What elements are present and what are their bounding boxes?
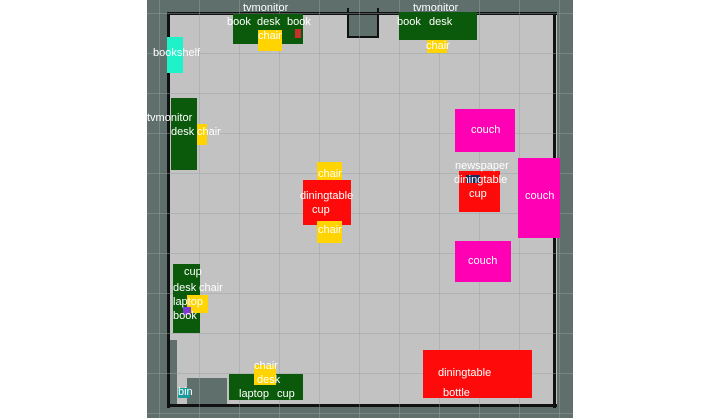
label-bookshelf: bookshelf	[153, 47, 201, 59]
label-bottle: bottle	[443, 387, 470, 399]
label-cup: cup	[312, 204, 330, 216]
desk-left	[171, 98, 197, 170]
label-diningtable: diningtable	[454, 174, 508, 186]
label-desk: desk	[257, 16, 281, 28]
chair-left	[197, 124, 207, 145]
diningtable-bottom-right	[423, 350, 532, 398]
book-top-left	[295, 29, 301, 38]
label-chair: chair	[318, 224, 342, 236]
label-book: book	[173, 310, 197, 322]
label-couch: couch	[525, 190, 555, 202]
couch-3	[455, 241, 511, 282]
label-couch: couch	[471, 124, 501, 136]
label-laptop: laptop	[173, 296, 203, 308]
label-book: book	[287, 16, 311, 28]
label-newspaper: newspaper	[455, 160, 509, 172]
label-couch: couch	[468, 255, 498, 267]
label-bin: bin	[178, 386, 193, 398]
newspaper	[466, 175, 480, 183]
diningtable-center	[303, 180, 351, 225]
label-desk: desk	[171, 126, 195, 138]
wall-bottom	[167, 404, 557, 407]
label-tvmonitor: tvmonitor	[413, 2, 459, 14]
laptop-bottom-left	[183, 307, 191, 315]
bookshelf	[167, 37, 183, 73]
label-chair: chair	[254, 360, 278, 372]
label-tvmonitor: tvmonitor	[147, 112, 193, 124]
chair-bottom-left	[187, 295, 208, 313]
label-tvmonitor: tvmonitor	[243, 2, 289, 14]
label-chair: chair	[318, 168, 342, 180]
chair-top-left	[258, 30, 282, 51]
wall-left	[167, 12, 170, 408]
chair-bottom	[254, 365, 276, 385]
chair-center-top	[317, 162, 342, 180]
label-laptop: laptop	[239, 388, 269, 400]
label-diningtable: diningtable	[300, 190, 354, 202]
label-desk: desk	[429, 16, 453, 28]
label-book: book	[397, 16, 421, 28]
chair-top-right	[427, 40, 447, 53]
chair-center-bottom	[317, 221, 342, 243]
label-cup: cup	[184, 266, 202, 278]
couch-1	[455, 109, 515, 152]
desk-top-right	[399, 12, 477, 40]
label-chair: chair	[426, 40, 450, 52]
label-cup: cup	[469, 188, 487, 200]
label-cup: cup	[277, 388, 295, 400]
label-desk: desk	[257, 374, 281, 386]
label-desk: desk	[173, 282, 197, 294]
bottom-left-notch	[167, 340, 177, 410]
semantic-map: tvmonitor book desk chair book tvmonitor…	[147, 0, 573, 418]
label-chair: chair	[258, 30, 282, 42]
bin	[178, 388, 190, 398]
label-chair: chair	[199, 282, 223, 294]
label-book: book	[227, 16, 251, 28]
couch-2	[518, 158, 560, 238]
label-chair: chair	[197, 126, 221, 138]
bottom-left-notch2	[187, 378, 227, 408]
grid	[147, 0, 573, 418]
wall-top	[167, 12, 557, 15]
label-diningtable: diningtable	[438, 367, 492, 379]
